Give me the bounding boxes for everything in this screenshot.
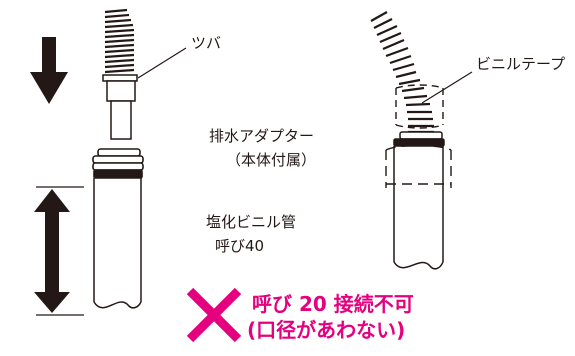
pvc-pipe-right bbox=[393, 146, 444, 270]
corrugated-drain-hose-left bbox=[104, 8, 135, 74]
drain-adapter-part bbox=[102, 74, 138, 140]
corrugated-drain-hose-right bbox=[370, 11, 434, 134]
pvc-pipe-label: 塩化ビニル管 bbox=[206, 213, 297, 231]
tape-wrap-joint bbox=[385, 144, 452, 188]
drain-adapter-label: 排水アダプター bbox=[209, 127, 315, 145]
no-connection-x-icon bbox=[186, 287, 242, 343]
flange-leader bbox=[137, 47, 187, 79]
vinyl-tape-wrap bbox=[395, 84, 444, 129]
vinyl-tape-label: ビニルテープ bbox=[476, 55, 566, 73]
pvc-size-label: 呼び40 bbox=[215, 237, 265, 255]
drain-adapter-note: （本体付属） bbox=[226, 151, 317, 169]
warning-line-1: 呼び 20 接続不可 bbox=[252, 292, 414, 316]
adapter-top-right bbox=[393, 131, 445, 147]
dimension-arrow bbox=[34, 186, 84, 316]
warning-line-2: (口径があわない) bbox=[247, 318, 406, 342]
pvc-pipe-left bbox=[93, 178, 142, 309]
flange-label: ツバ bbox=[191, 34, 222, 52]
insert-direction-arrow bbox=[30, 37, 68, 104]
vinyl-tape-leader bbox=[421, 71, 473, 104]
adapter-socket-ribs bbox=[92, 148, 144, 179]
